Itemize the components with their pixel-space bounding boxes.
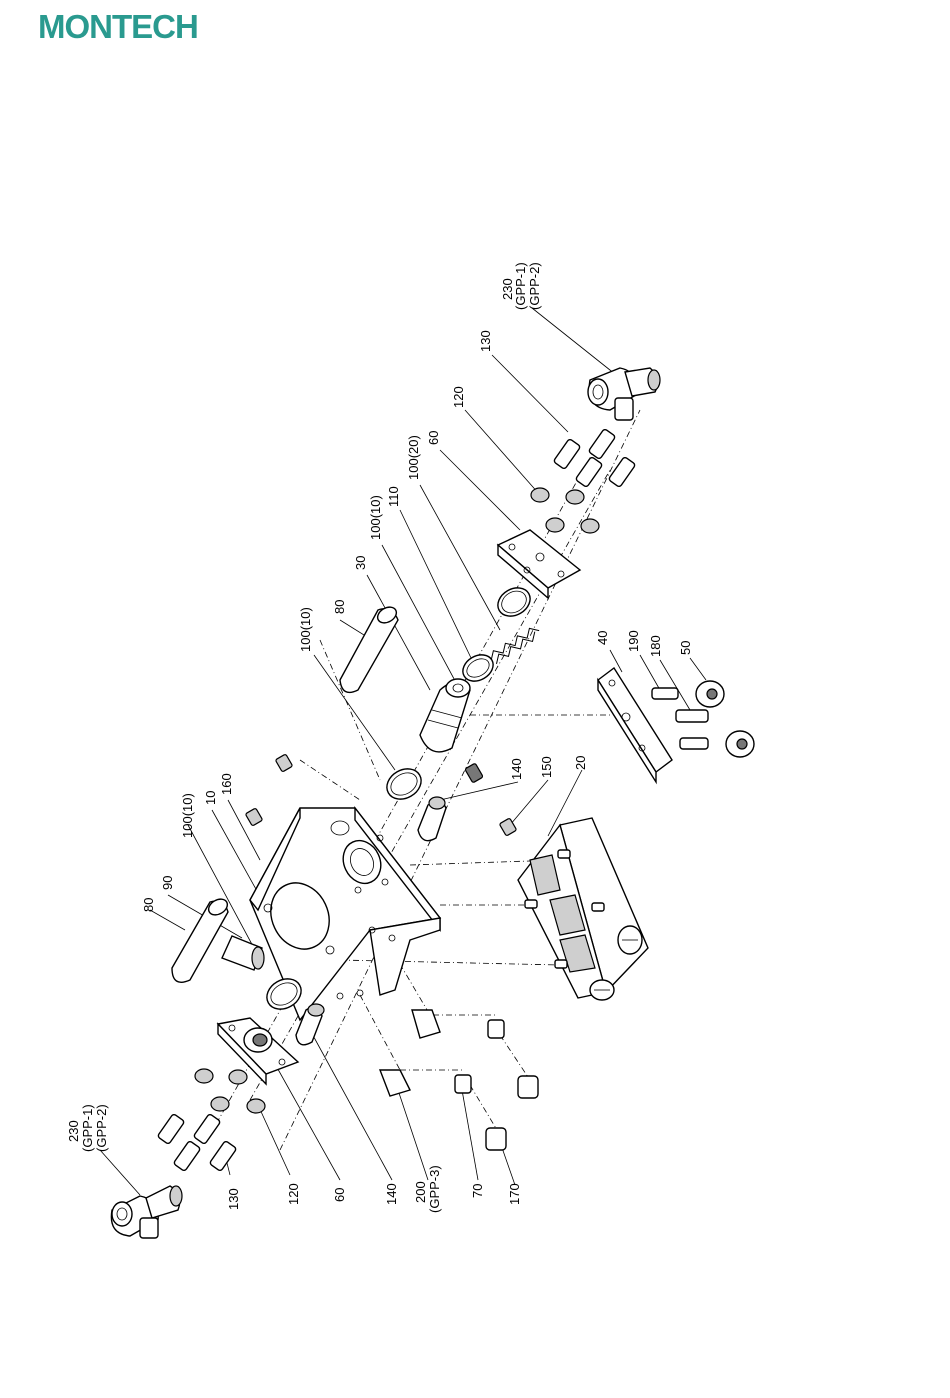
label-100-20: 100(20): [406, 435, 421, 480]
label-160: 160: [219, 773, 234, 795]
elbow-fitting-230-top: [588, 368, 660, 420]
label-130-top: 130: [478, 330, 493, 352]
label-80-top: 80: [332, 600, 347, 614]
nut-170: [486, 1076, 538, 1150]
screws-130-lower: [157, 1114, 237, 1172]
label-150: 150: [539, 756, 554, 778]
label-20: 20: [573, 756, 588, 770]
grub-screws: [245, 754, 516, 836]
label-170: 170: [507, 1183, 522, 1205]
o-ring-100-20: [493, 582, 535, 622]
label-120-top: 120: [451, 386, 466, 408]
label-60-top: 60: [426, 431, 441, 445]
label-230-top-gpp2: (GPP-2): [527, 262, 542, 310]
label-230-lower: 230: [66, 1120, 81, 1142]
label-90: 90: [160, 876, 175, 890]
gripper-jaw-block-20: [518, 818, 648, 1000]
screws-130-right: [553, 429, 636, 488]
label-30: 30: [353, 556, 368, 570]
label-110: 110: [386, 486, 401, 507]
rail-40: [598, 668, 672, 782]
label-10: 10: [203, 791, 218, 805]
label-100-10-b: 100(10): [298, 607, 313, 652]
washers-120-lower: [195, 1069, 265, 1113]
label-70: 70: [470, 1184, 485, 1198]
label-180: 180: [648, 635, 663, 657]
washers-120-right: [531, 488, 599, 533]
label-130-lower: 130: [226, 1188, 241, 1210]
label-120-lower: 120: [286, 1183, 301, 1205]
label-230-lower-gpp1: (GPP-1): [80, 1104, 95, 1152]
sleeve-200: [380, 1010, 440, 1096]
label-190: 190: [626, 630, 641, 652]
stepped-pin-90: [222, 936, 264, 970]
piston-30: [420, 679, 470, 752]
label-200-gpp3: (GPP-3): [427, 1165, 442, 1213]
o-ring-100-10-middle: [381, 763, 426, 805]
label-230-top-gpp1: (GPP-1): [513, 262, 528, 310]
leader-lines: [100, 308, 706, 1195]
label-60-lower: 60: [332, 1188, 347, 1202]
label-140-top: 140: [509, 758, 524, 780]
label-100-10-a: 100(10): [368, 495, 383, 540]
elbow-fitting-230-lower: [111, 1186, 182, 1238]
label-50: 50: [678, 641, 693, 655]
label-140-lower: 140: [384, 1183, 399, 1205]
spacer-70: [455, 1020, 504, 1093]
pin-140-upper: [418, 797, 446, 841]
label-100-10-c: 100(10): [180, 793, 195, 838]
label-200: 200: [413, 1181, 428, 1203]
label-80-lower: 80: [141, 898, 156, 912]
pin-80-upper: [340, 604, 399, 693]
label-230-lower-gpp2: (GPP-2): [94, 1104, 109, 1152]
label-40: 40: [595, 631, 610, 645]
assembly-axis-lines: [210, 410, 640, 1150]
cover-plate-60-right: [498, 530, 580, 598]
pin-80-lower: [172, 896, 230, 982]
spring-110: [487, 620, 539, 668]
